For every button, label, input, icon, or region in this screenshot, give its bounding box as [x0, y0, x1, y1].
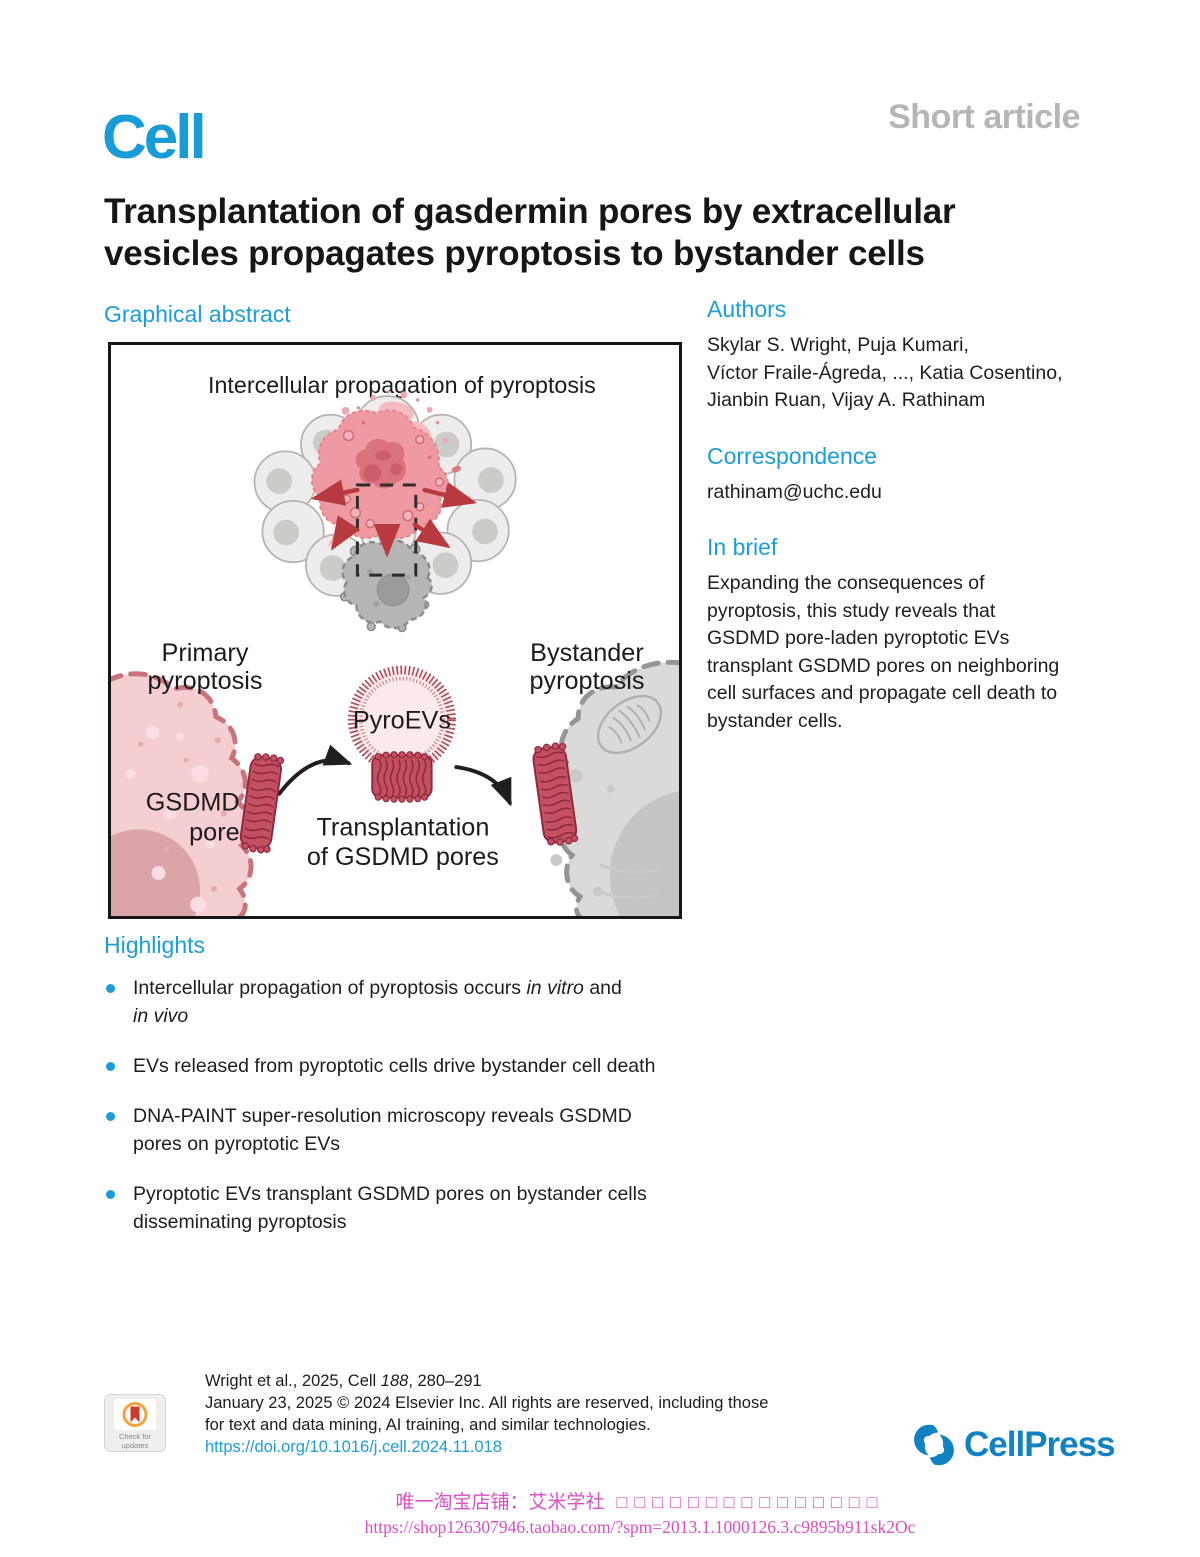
bullet-icon	[106, 1112, 115, 1121]
authors-heading: Authors	[707, 296, 787, 322]
bystander-pyroptosis-label-line2: pyroptosis	[530, 667, 645, 695]
badge-text-line1: Check for	[119, 1432, 152, 1441]
title-line-1: Transplantation of gasdermin pores by ex…	[104, 192, 956, 231]
highlight-item-1: Intercellular propagation of pyroptosis …	[104, 974, 752, 1030]
transplantation-label-line2: of GSDMD pores	[307, 843, 499, 871]
gsdmd-pore-label-line1: GSDMD	[146, 789, 240, 817]
propagation-arrows	[310, 479, 478, 558]
in-brief-line-3: GSDMD pore-laden pyroptotic EVs	[707, 627, 1010, 649]
title-line-2: vesicles propagates pyroptosis to bystan…	[104, 234, 925, 273]
shop-watermark-text: 唯一淘宝店铺：艾米学社□□□□□□□□□□□□□□□	[395, 1492, 885, 1513]
graphical-abstract-figure: Intercellular propagation of pyroptosis	[111, 372, 679, 916]
highlight-item-3: DNA-PAINT super-resolution microscopy re…	[104, 1102, 752, 1158]
highlight-item-4: Pyroptotic EVs transplant GSDMD pores on…	[104, 1180, 752, 1236]
bullet-icon	[106, 1062, 115, 1071]
highlight-text: Pyroptotic EVs transplant GSDMD pores on…	[133, 1183, 647, 1233]
article-type-label: Short article	[888, 98, 1080, 136]
highlight-text: EVs released from pyroptotic cells drive…	[133, 1055, 656, 1077]
in-brief-line-6: bystander cells.	[707, 709, 843, 732]
rights-line-1: January 23, 2025 © 2024 Elsevier Inc. Al…	[205, 1394, 769, 1412]
citation-volume: 188	[380, 1372, 409, 1390]
cell-journal-logo: Cell	[102, 103, 207, 172]
bystander-cell-nucleus	[609, 791, 679, 916]
citation-block: Wright et al., 2025, Cell 188, 280–291 J…	[205, 1370, 768, 1458]
correspondence-heading: Correspondence	[707, 442, 878, 469]
authors-line-2: Víctor Fraile-Ágreda, ..., Katia Cosenti…	[707, 361, 1063, 384]
gsdmd-pore-vesicle	[371, 751, 433, 803]
highlight-text: DNA-PAINT super-resolution microscopy re…	[133, 1105, 632, 1155]
gsdmd-pore-bystander	[532, 742, 579, 846]
doi-link[interactable]: https://doi.org/10.1016/j.cell.2024.11.0…	[205, 1438, 502, 1456]
gsdmd-pore-label-line2: pore	[189, 818, 239, 846]
pyroevs-label: PyroEVs	[353, 706, 451, 734]
highlight-item-2: EVs released from pyroptotic cells drive…	[104, 1052, 752, 1080]
authors-line-3: Jianbin Ruan, Vijay A. Rathinam	[707, 389, 986, 411]
primary-pyroptotic-cell	[111, 671, 254, 916]
bullet-icon	[106, 1190, 115, 1199]
shop-watermark: 唯一淘宝店铺：艾米学社□□□□□□□□□□□□□□□ https://shop1…	[160, 1487, 1120, 1538]
primary-pyroptosis-label-line2: pyroptosis	[148, 667, 263, 695]
primary-pyroptosis-label-line1: Primary	[162, 639, 249, 667]
in-brief-line-1: Expanding the consequences of	[707, 572, 985, 594]
correspondence-block: Correspondence rathinam@uchc.edu	[707, 443, 1103, 507]
missing-glyph-boxes: □□□□□□□□□□□□□□□	[616, 1492, 885, 1512]
highlights-section: Highlights Intercellular propagation of …	[104, 932, 752, 1258]
correspondence-email[interactable]: rathinam@uchc.edu	[707, 480, 882, 503]
check-for-updates-badge[interactable]: Check for updates	[104, 1394, 166, 1457]
authors-block: Authors Skylar S. Wright, Puja Kumari, V…	[707, 296, 1103, 415]
citation-line: Wright et al., 2025, Cell 188, 280–291	[205, 1372, 482, 1390]
bullet-icon	[106, 984, 115, 993]
authors-line-1: Skylar S. Wright, Puja Kumari,	[707, 334, 969, 356]
cellpress-logo: CellPress	[911, 1422, 1116, 1468]
dying-bystander-cell	[339, 539, 433, 633]
highlights-heading: Highlights	[104, 932, 205, 958]
pyroev-vesicle	[347, 665, 456, 803]
bystander-pyroptosis-label-line1: Bystander	[530, 639, 644, 667]
cellpress-icon	[914, 1424, 954, 1466]
gsdmd-pore-primary	[239, 753, 285, 854]
in-brief-block: In brief Expanding the consequences of p…	[707, 534, 1103, 735]
bookmark-icon	[130, 1406, 140, 1423]
mitochondrion	[596, 694, 663, 755]
highlight-text: Intercellular propagation of pyroptosis …	[133, 977, 622, 1027]
info-column: Authors Skylar S. Wright, Puja Kumari, V…	[707, 296, 1103, 763]
in-brief-line-4: transplant GSDMD pores on neighboring	[707, 654, 1060, 677]
rights-line-2: for text and data mining, AI training, a…	[205, 1416, 651, 1434]
graphical-abstract-panel: Intercellular propagation of pyroptosis	[108, 342, 682, 919]
cellpress-wordmark: CellPress	[964, 1425, 1116, 1464]
article-title: Transplantation of gasdermin pores by ex…	[104, 191, 1114, 275]
transfer-arrows	[277, 744, 512, 807]
in-brief-line-5: cell surfaces and propagate cell death t…	[707, 682, 1058, 704]
badge-text-line2: updates	[122, 1441, 149, 1450]
in-brief-heading: In brief	[707, 534, 778, 560]
graphical-abstract-heading: Graphical abstract	[104, 301, 291, 327]
in-brief-line-2: pyroptosis, this study reveals that	[707, 599, 996, 622]
transplantation-label-line1: Transplantation	[316, 813, 489, 841]
shop-watermark-link[interactable]: https://shop126307946.taobao.com/?spm=20…	[364, 1517, 916, 1537]
